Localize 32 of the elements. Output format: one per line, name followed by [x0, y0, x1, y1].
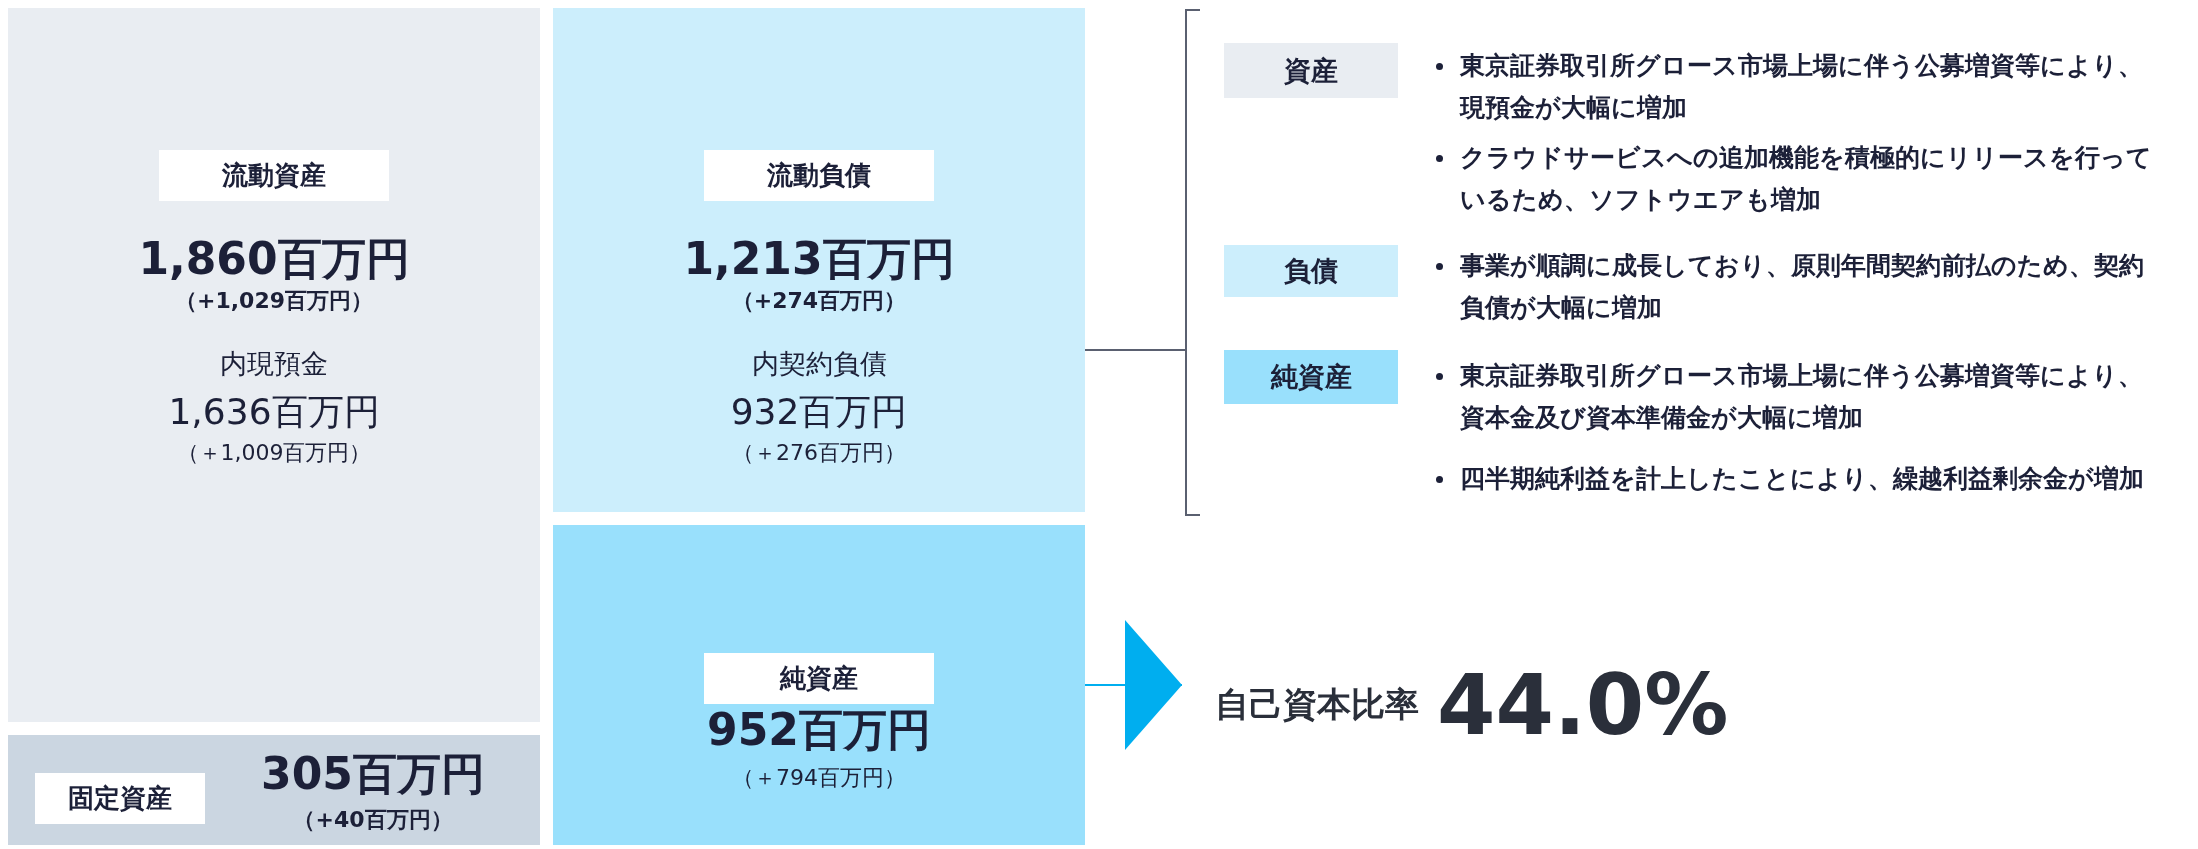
category-tag: 資産 [1224, 43, 1398, 98]
bullet-text: 事業が順調に成長しており、原則年間契約前払のため、契約負債が大幅に増加 [1460, 250, 2145, 324]
item-label: 内現預金 [220, 347, 328, 381]
amount-value: 1,213百万円 [683, 232, 955, 286]
change-value: （+1,029百万円） [175, 287, 373, 315]
chevron-arrow [1084, 620, 1183, 750]
balance-sheet-block [553, 525, 1085, 845]
amount-value: 1,860百万円 [138, 232, 410, 286]
ratio-label: 自己資本比率 [1215, 683, 1419, 726]
item-change: （＋276百万円） [732, 439, 906, 467]
bullet-text: 四半期純利益を計上したことにより、繰越利益剰余金が増加 [1460, 463, 2145, 495]
item-label: 内契約負債 [751, 347, 887, 381]
balance-sheet-block [8, 735, 540, 845]
bullet-text: 東京証券取引所グロース市場上場に伴う公募増資等により、資本金及び資本準備金が大幅に増加 [1460, 360, 2144, 434]
bullet-text: 東京証券取引所グロース市場上場に伴う公募増資等により、現預金が大幅に増加 [1460, 50, 2144, 124]
amount-value: 305百万円 [261, 747, 485, 801]
section-heading: 流動負債 [704, 150, 934, 201]
category-tag: 負債 [1224, 245, 1398, 297]
item-value: 1,636百万円 [168, 390, 380, 434]
ratio-value: 44.0% [1437, 656, 1729, 754]
change-value: （＋794百万円） [732, 764, 906, 792]
change-value: （+40百万円） [293, 806, 453, 834]
change-value: （+274百万円） [731, 287, 907, 315]
bullet-text: クラウドサービスへの追加機能を積極的にリリースを行っているため、ソフトウエアも増加 [1460, 142, 2153, 216]
item-value: 932百万円 [730, 390, 908, 434]
balance-sheet-block [553, 8, 1085, 512]
section-heading: 流動資産 [159, 150, 389, 201]
section-heading: 固定資産 [35, 773, 205, 824]
amount-value: 952百万円 [707, 703, 931, 757]
category-tag: 純資産 [1224, 350, 1398, 404]
item-change: （＋1,009百万円） [176, 439, 372, 467]
section-heading: 純資産 [704, 653, 934, 704]
